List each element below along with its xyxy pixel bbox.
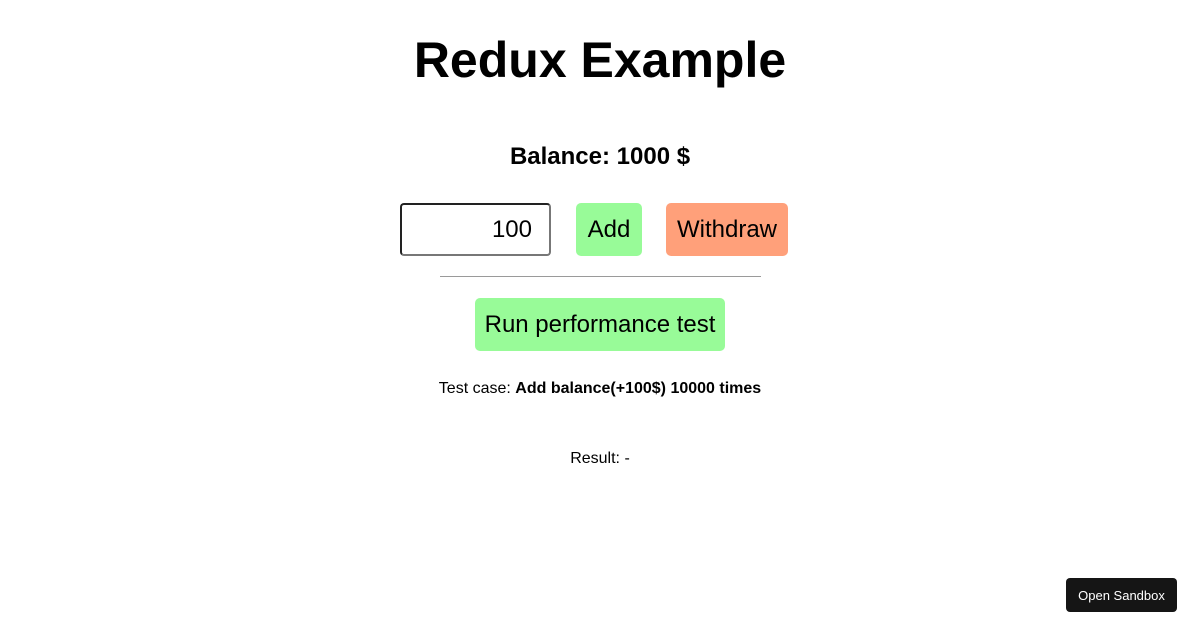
- page-title: Redux Example: [413, 32, 787, 88]
- divider: [440, 276, 761, 277]
- amount-input[interactable]: [400, 203, 551, 256]
- test-case-label: Test case:: [438, 380, 516, 397]
- result-text: Result: -: [570, 450, 630, 467]
- run-performance-test-button[interactable]: Run performance test: [475, 298, 725, 351]
- test-case-value: Add balance(+100$) 10000 times: [515, 380, 762, 397]
- add-button[interactable]: Add: [576, 203, 642, 256]
- withdraw-button[interactable]: Withdraw: [666, 203, 788, 256]
- test-case-description: Test case: Add balance(+100$) 10000 time…: [0, 379, 1200, 399]
- open-sandbox-button[interactable]: Open Sandbox: [1066, 578, 1177, 612]
- balance-display: Balance: 1000 $: [509, 143, 691, 170]
